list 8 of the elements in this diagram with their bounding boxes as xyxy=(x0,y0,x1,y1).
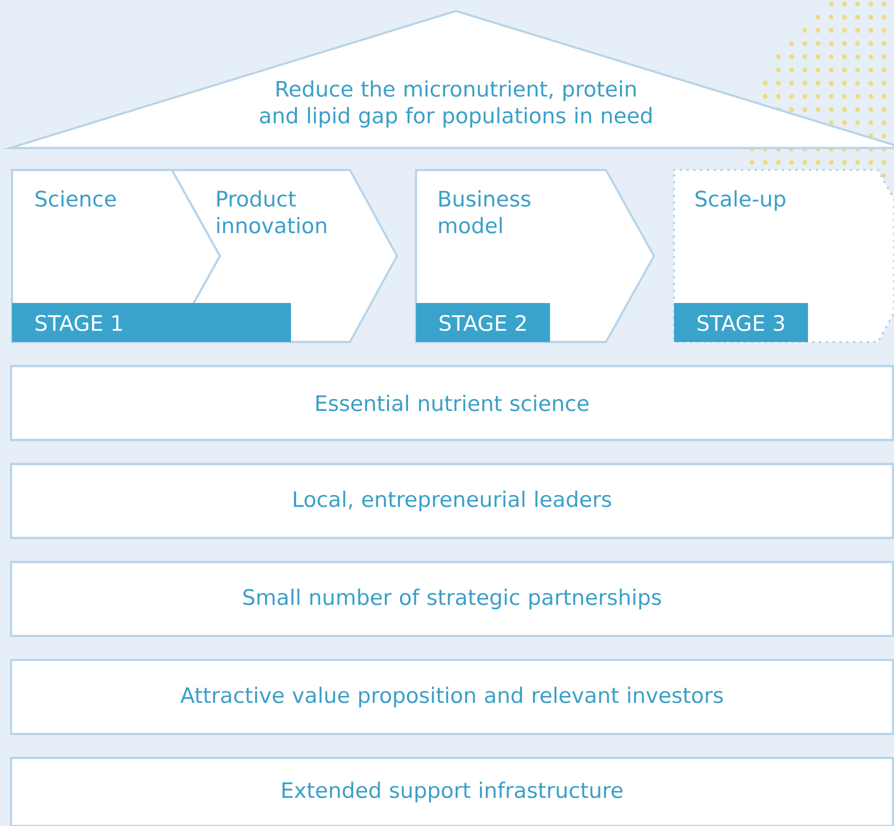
pillar-bar: Essential nutrient science xyxy=(10,364,894,442)
pillar-bar: Extended support infrastructure xyxy=(10,756,894,826)
pillar-bar: Attractive value proposition and relevant investors xyxy=(10,658,894,736)
pillar-bar: Local, entrepreneurial leaders xyxy=(10,462,894,540)
stage-bar: STAGE 2 xyxy=(416,303,550,342)
stage-bar: STAGE 3 xyxy=(674,303,808,342)
stage-bar: STAGE 1 xyxy=(12,303,291,342)
pillar-bar: Small number of strategic partnerships xyxy=(10,560,894,638)
